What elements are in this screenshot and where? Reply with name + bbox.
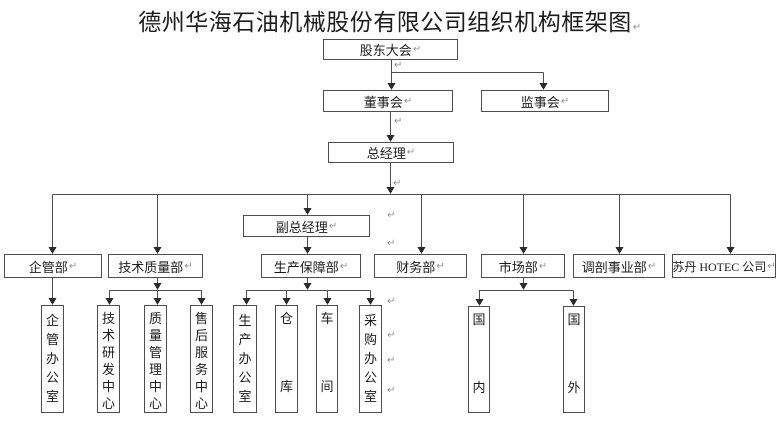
node-label: 副总经理 <box>275 219 328 235</box>
node-label: 监事会 <box>520 94 560 110</box>
node-overseas: 国 外 <box>563 306 585 413</box>
chart-title: 德州华海石油机械股份有限公司组织机构框架图↵ <box>0 3 780 37</box>
node-label: 企管部 <box>28 259 68 275</box>
node-label: 总经理 <box>366 146 406 161</box>
return-mark-icon: ↵ <box>394 116 403 127</box>
return-mark-icon: ↵ <box>406 147 416 158</box>
return-mark-icon: ↵ <box>387 355 396 366</box>
node-finance-dept: 财务部↵ <box>374 254 467 278</box>
node-production-support-dept: 生产保障部↵ <box>261 254 361 278</box>
return-mark-icon: ↵ <box>387 210 396 221</box>
node-after-sales-service-center: 售 后 服 务 中 心 <box>190 305 213 413</box>
node-label: 生产保障部 <box>273 259 339 275</box>
node-label: 市场部 <box>498 259 538 275</box>
return-mark-icon: ↵ <box>560 95 570 107</box>
node-profile-control-division: 调剖事业部↵ <box>573 254 665 278</box>
return-mark-icon: ↵ <box>68 260 78 272</box>
return-mark-icon: ↵ <box>387 296 396 307</box>
return-mark-icon: ↵ <box>767 260 776 272</box>
return-mark-icon: ↵ <box>436 260 445 272</box>
node-label: 股东大会 <box>359 43 412 58</box>
return-mark-icon: ↵ <box>394 60 403 71</box>
chart-title-text: 德州华海石油机械股份有限公司组织机构框架图 <box>138 10 632 35</box>
node-label: 调剖事业部 <box>581 259 647 275</box>
return-mark-icon: ↵ <box>184 260 193 272</box>
return-mark-icon: ↵ <box>339 260 349 272</box>
node-shareholders-meeting: 股东大会↵ <box>323 39 458 60</box>
return-mark-icon: ↵ <box>647 260 657 272</box>
return-mark-icon: ↵ <box>538 260 548 272</box>
node-supervisory-board: 监事会↵ <box>481 90 609 112</box>
node-label: 技术质量部 <box>118 259 184 275</box>
return-mark-icon: ↵ <box>632 22 642 33</box>
node-sudan-hotec-company: 苏丹 HOTEC 公司↵ <box>672 254 776 278</box>
node-deputy-general-manager: 副总经理↵ <box>243 215 370 237</box>
node-tech-quality-dept: 技术质量部↵ <box>108 254 203 278</box>
node-board-of-directors: 董事会↵ <box>323 90 453 112</box>
node-domestic: 国 内 <box>468 306 490 413</box>
node-warehouse: 仓 库 <box>275 305 298 413</box>
return-mark-icon: ↵ <box>393 178 402 189</box>
return-mark-icon: ↵ <box>387 330 396 341</box>
node-general-manager: 总经理↵ <box>328 142 454 163</box>
node-label: 董事会 <box>363 94 403 110</box>
node-tech-rnd-center: 技 术 研 发 中 心 <box>97 305 120 413</box>
return-mark-icon: ↵ <box>412 44 422 55</box>
node-marketing-dept: 市场部↵ <box>481 254 565 278</box>
return-mark-icon: ↵ <box>403 95 413 107</box>
node-workshop: 车 间 <box>316 305 338 413</box>
node-purchasing-office: 采 购 办 公 室 <box>359 305 382 413</box>
node-enterprise-management-office: 企 管 办 公 室 <box>41 305 64 413</box>
return-mark-icon: ↵ <box>387 238 396 249</box>
node-quality-management-center: 质 量 管 理 中 心 <box>144 305 167 413</box>
node-production-office: 生 产 办 公 室 <box>233 305 257 413</box>
node-label: 苏丹 HOTEC 公司 <box>672 259 767 274</box>
node-enterprise-management-dept: 企管部↵ <box>4 254 102 278</box>
node-label: 财务部 <box>396 259 436 275</box>
return-mark-icon: ↵ <box>387 385 396 396</box>
return-mark-icon: ↵ <box>328 220 338 232</box>
